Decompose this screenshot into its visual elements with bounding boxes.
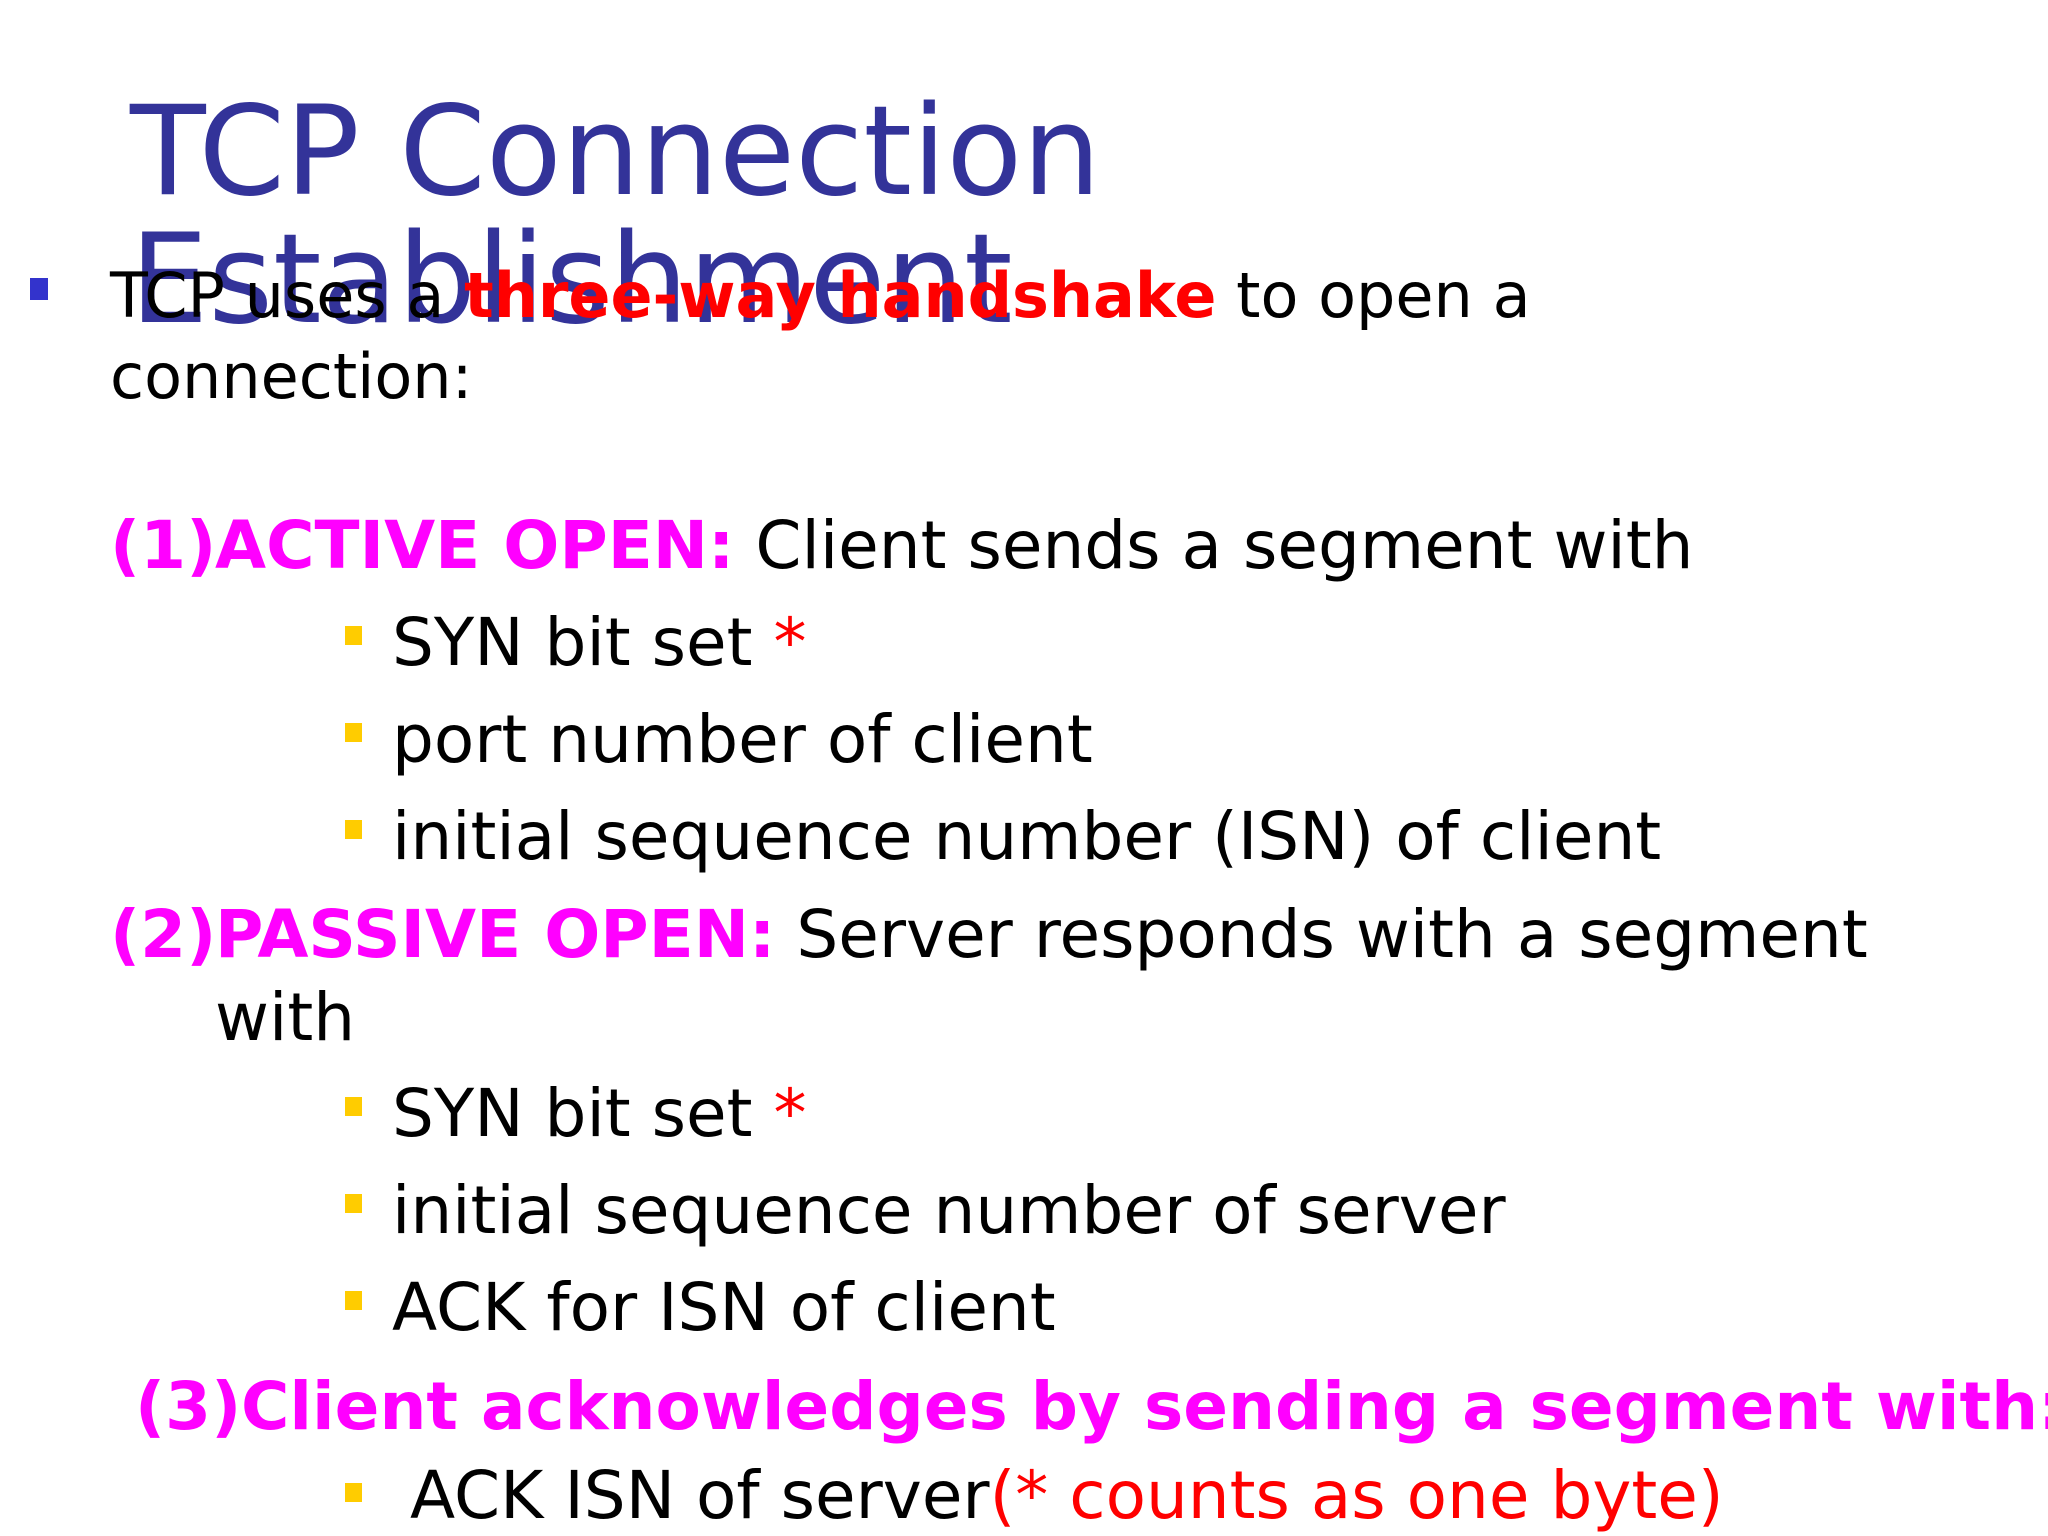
asterisk-mark: * bbox=[773, 1075, 807, 1152]
intro-suffix: to open a bbox=[1216, 259, 1531, 332]
step-2-bullet-2: initial sequence number of server bbox=[392, 1172, 1506, 1249]
step-1-number: (1) bbox=[110, 507, 217, 584]
step-3-number: (3) bbox=[135, 1368, 242, 1445]
intro-line-2: connection: bbox=[110, 340, 473, 413]
step-1-line: ACTIVE OPEN: Client sends a segment with bbox=[215, 506, 1693, 586]
step-1-text: Client sends a segment with bbox=[734, 507, 1694, 584]
sub-bullet-icon bbox=[345, 1291, 362, 1310]
step-1-bullet-2: port number of client bbox=[392, 701, 1093, 778]
step-1-bullet-3: initial sequence number (ISN) of client bbox=[392, 798, 1662, 875]
step-2-bullet-3: ACK for ISN of client bbox=[392, 1269, 1056, 1346]
step-1-heading: ACTIVE OPEN: bbox=[215, 507, 735, 584]
intro-line-1: TCP uses a three-way handshake to open a bbox=[110, 256, 1531, 336]
bullet-text: SYN bit set bbox=[392, 1075, 774, 1152]
step-1-bullet-1: SYN bit set * bbox=[392, 603, 807, 683]
step-3-heading: Client acknowledges by sending a segment… bbox=[241, 1368, 2048, 1445]
sub-bullet-icon bbox=[345, 626, 362, 645]
sub-bullet-icon bbox=[345, 1097, 362, 1116]
step-2-text: Server responds with a segment bbox=[775, 896, 1868, 973]
step-2-line-2: with bbox=[215, 979, 356, 1056]
sub-bullet-icon bbox=[345, 1483, 362, 1502]
step-2-line: PASSIVE OPEN: Server responds with a seg… bbox=[215, 895, 1868, 975]
intro-highlight: three-way handshake bbox=[464, 259, 1217, 332]
bullet-text: SYN bit set bbox=[392, 604, 774, 681]
main-bullet-icon bbox=[30, 278, 48, 300]
intro-prefix: TCP uses a bbox=[110, 259, 465, 332]
byte-note: (* counts as one byte) bbox=[989, 1457, 1724, 1534]
slide-title: TCP Connection Establishment bbox=[130, 80, 1101, 352]
bullet-text: ACK ISN of server bbox=[410, 1457, 990, 1534]
sub-bullet-icon bbox=[345, 820, 362, 839]
asterisk-mark: * bbox=[773, 604, 807, 681]
step-2-number: (2) bbox=[110, 896, 217, 973]
sub-bullet-icon bbox=[345, 1194, 362, 1213]
step-2-heading: PASSIVE OPEN: bbox=[215, 896, 776, 973]
step-2-bullet-1: SYN bit set * bbox=[392, 1074, 807, 1154]
sub-bullet-icon bbox=[345, 723, 362, 742]
step-3-bullet-1: ACK ISN of server(* counts as one byte) bbox=[410, 1456, 1724, 1536]
